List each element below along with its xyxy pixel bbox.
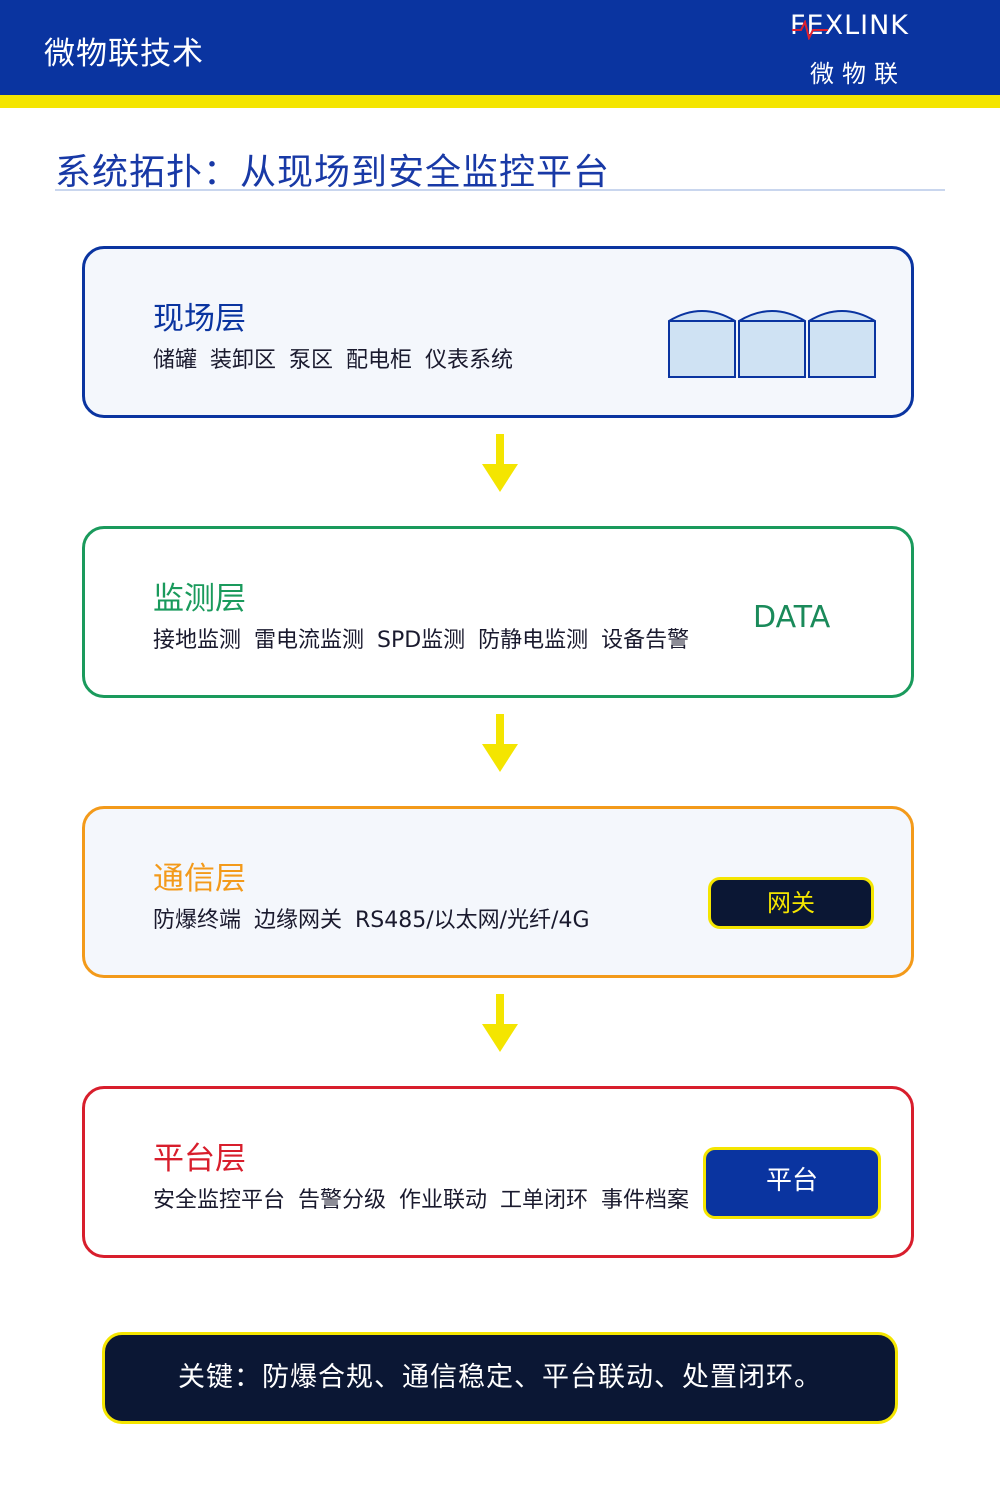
flow-arrow-down-icon: [482, 994, 518, 1052]
layer-communication-name: 通信层: [153, 861, 246, 897]
layer-field-name: 现场层: [153, 301, 246, 337]
layer-platform-name: 平台层: [153, 1141, 246, 1177]
flow-arrow-down-icon: [482, 714, 518, 772]
layer-platform-desc: 安全监控平台 告警分级 作业联动 工单闭环 事件档案: [153, 1188, 689, 1213]
layer-monitoring-name: 监测层: [153, 581, 246, 617]
header-title: 微物联技术: [44, 36, 204, 72]
key-message-banner: 关键：防爆合规、通信稳定、平台联动、处置闭环。: [102, 1332, 898, 1424]
layer-monitoring: 监测层 接地监测 雷电流监测 SPD监测 防静电监测 设备告警 DATA: [82, 526, 914, 698]
brand-logo: FEXLINK 微物联: [790, 10, 930, 90]
layer-monitoring-desc: 接地监测 雷电流监测 SPD监测 防静电监测 设备告警: [153, 628, 690, 653]
pulse-icon: [792, 20, 828, 40]
gateway-badge: 网关: [708, 877, 874, 929]
layer-field: 现场层 储罐 装卸区 泵区 配电柜 仪表系统: [82, 246, 914, 418]
title-divider: [55, 189, 945, 191]
layer-field-desc: 储罐 装卸区 泵区 配电柜 仪表系统: [153, 348, 513, 373]
layer-platform: 平台层 安全监控平台 告警分级 作业联动 工单闭环 事件档案 平台: [82, 1086, 914, 1258]
flow-arrow-down-icon: [482, 434, 518, 492]
layer-communication: 通信层 防爆终端 边缘网关 RS485/以太网/光纤/4G 网关: [82, 806, 914, 978]
header-bar: 微物联技术 FEXLINK 微物联: [0, 0, 1000, 95]
header-accent-stripe: [0, 95, 1000, 108]
storage-tanks-icon: [668, 310, 876, 378]
platform-badge: 平台: [703, 1147, 881, 1219]
logo-subtitle: 微物联: [810, 60, 906, 88]
page-title: 系统拓扑：从现场到安全监控平台: [55, 152, 611, 193]
data-label: DATA: [753, 600, 831, 635]
layer-communication-desc: 防爆终端 边缘网关 RS485/以太网/光纤/4G: [153, 908, 590, 933]
